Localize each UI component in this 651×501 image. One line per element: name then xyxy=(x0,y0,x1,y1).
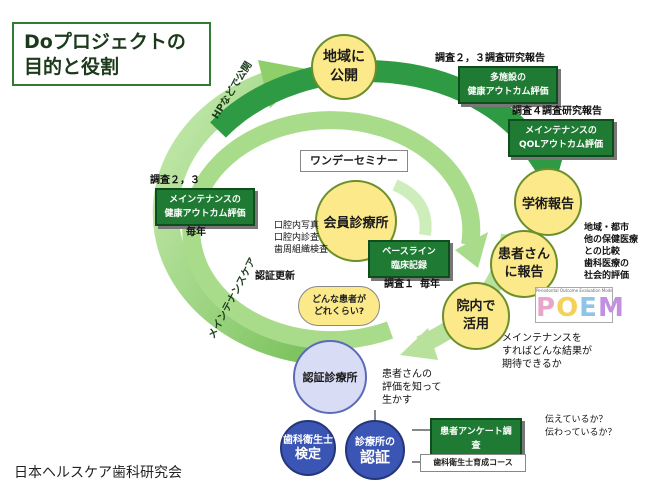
label-kanja-hyoka: 患者さんの評価を知って生かす xyxy=(382,369,442,406)
poem-letter-o: O xyxy=(556,293,580,323)
label-mainen-center: 毎年 xyxy=(420,279,440,290)
box-baseline: ベースライン臨床記録 xyxy=(368,240,450,278)
box-tashisetsu: 多施設の健康アウトカム評価 xyxy=(458,66,558,104)
circle-nintei-shinryojo: 認証診療所 xyxy=(293,340,367,414)
label-chosa1: 調査１ xyxy=(384,279,414,290)
label-kokunai-list: 口腔内写真口腔内診査歯周組織検査 xyxy=(274,221,329,255)
label-tsutaete: 伝えているか？伝わっているか？ xyxy=(545,415,617,438)
label-chosa4: 調査４調査研究報告 xyxy=(512,106,602,117)
poem-letter-e: E xyxy=(579,293,598,323)
poem-logo: Periodontal Outcome Evaluation Model POE… xyxy=(535,287,624,323)
inner-ring-arrowhead xyxy=(455,232,488,268)
label-chosa23-top: 調査２，３調査研究報告 xyxy=(435,53,545,64)
bubble-donna-kanja: どんな患者がどれくらい? xyxy=(298,286,380,326)
footer-organization: 日本ヘルスケア歯科研究会 xyxy=(14,465,182,481)
label-mainen-left: 毎年 xyxy=(186,227,206,238)
title-line-1: Doプロジェクトの xyxy=(24,31,186,53)
circle-shinryojo-ninsho: 診療所の認証 xyxy=(345,420,405,480)
label-oneday-seminar: ワンデーセミナー xyxy=(300,150,408,172)
poem-subtitle: Periodontal Outcome Evaluation Model xyxy=(536,288,612,293)
box-left-outcome: メインテナンスの健康アウトカム評価 xyxy=(155,188,255,226)
label-kakusa-list: 地域・都市他の保健医療との比較歯科医療の社会的評価 xyxy=(584,223,639,281)
title-line-2: 目的と役割 xyxy=(24,56,120,78)
poem-letter-m: M xyxy=(597,293,625,323)
outer-ring-arrow xyxy=(152,69,320,365)
poem-letter-p: P xyxy=(536,293,557,323)
label-maint-result: メインテナンスをすればどんな結果が期待できるか xyxy=(502,333,592,370)
circle-gakujutsu-hokoku: 学術報告 xyxy=(514,168,582,236)
diagram-title: Doプロジェクトの 目的と役割 xyxy=(12,22,211,86)
label-ninsho-koshin: 認証更新 xyxy=(255,271,295,282)
circle-chiiki-koukai: 地域に公開 xyxy=(311,34,377,100)
inner-ring-arrow xyxy=(182,111,481,350)
circle-kanja-hokoku: 患者さんに報告 xyxy=(490,230,558,298)
circle-eiseishi-kentei: 歯科衛生士検定 xyxy=(280,420,336,476)
label-chosa23-left: 調査２，３ xyxy=(150,175,200,186)
box-eiseishi-ikusei: 歯科衛生士育成コース xyxy=(420,454,526,472)
right-lower-arrowhead xyxy=(400,328,438,360)
center-small-arrow xyxy=(392,179,432,236)
circle-innai-katsuyo: 院内で活用 xyxy=(442,282,510,350)
